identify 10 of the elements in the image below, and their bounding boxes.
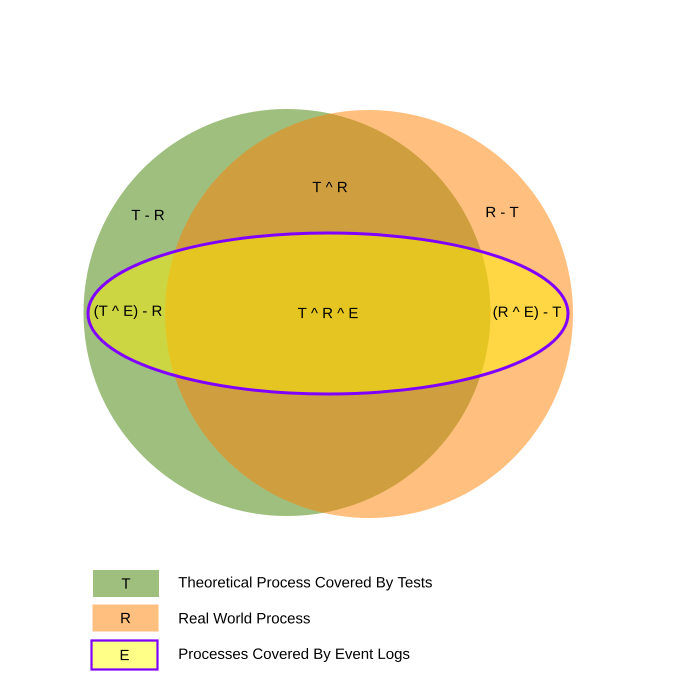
set-ellipse [86,232,570,396]
region-label: T ^ R ^ E [298,308,358,318]
region-label: T - R [132,210,164,220]
legend-label: Theoretical Process Covered By Tests [178,576,432,590]
region-label: T ^ R [312,182,347,192]
legend-label: Real World Process [179,612,310,624]
region-label: (R ^ E) - T [494,306,561,320]
legend-label: Processes Covered By Event Logs [179,648,410,662]
region-label: R - T [486,206,518,218]
region-label: (T ^ E) - R [94,305,162,319]
